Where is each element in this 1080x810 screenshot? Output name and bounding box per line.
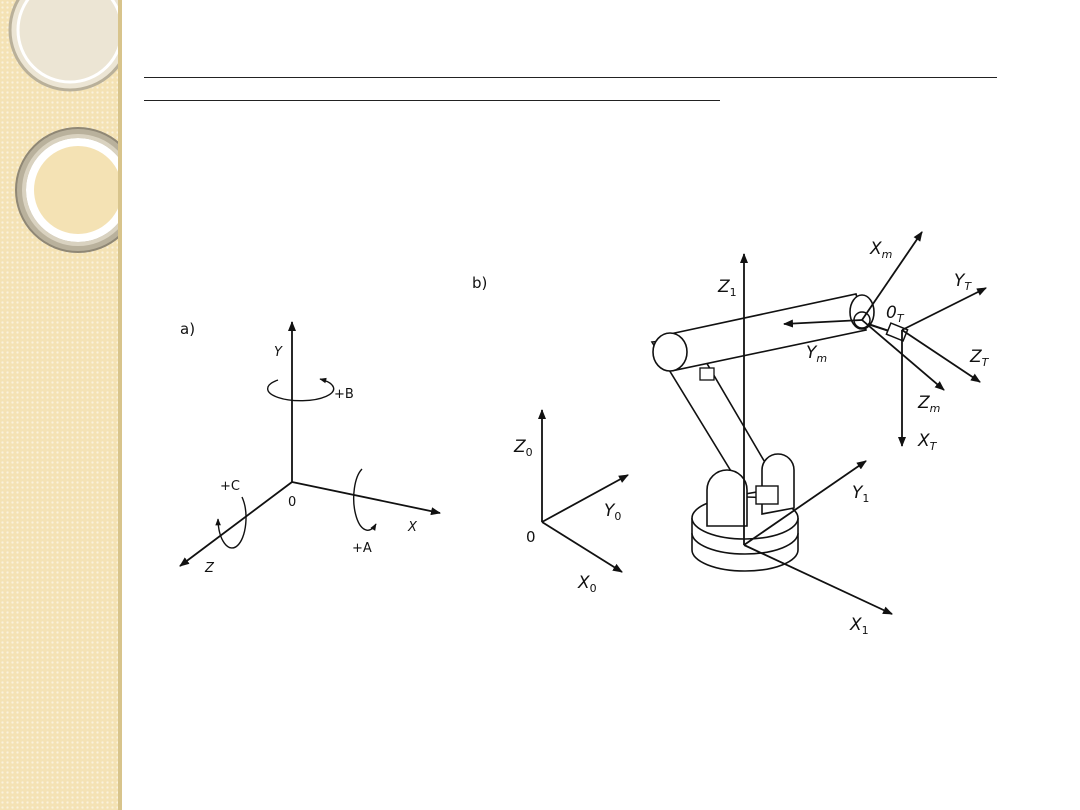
yt-label: YT: [954, 271, 972, 293]
zt-label: ZT: [969, 347, 990, 369]
title-underline-2: [144, 100, 720, 101]
sidebar-border: [118, 0, 122, 810]
panel-b: b) Z0 Y0 X0 0 Z1 Y1: [472, 231, 990, 637]
xm-label: Xm: [869, 239, 892, 261]
zt-axis-arrow: [901, 329, 981, 383]
z-axis-arrow: [179, 481, 293, 567]
x-axis-arrow: [291, 481, 441, 516]
robot-shoulder-right: [761, 453, 795, 515]
decorative-rings: [8, 0, 120, 253]
robot-shoulder-slot: [755, 485, 779, 505]
yt-axis-arrow: [901, 287, 987, 331]
xt-label: XT: [917, 431, 938, 453]
xm-axis-arrow: [861, 231, 923, 321]
x0-label: X0: [577, 573, 597, 595]
y1-axis-arrow: [743, 460, 867, 546]
rotation-a-label: +A: [352, 541, 372, 556]
zm-label: Zm: [917, 393, 940, 415]
z0-label: Z0: [513, 437, 533, 459]
origin-label: 0: [288, 495, 296, 510]
z1-label: Z1: [717, 277, 737, 299]
rotation-a-arrow: [353, 468, 377, 531]
ym-label: Ym: [806, 343, 827, 365]
y-axis-label: Y: [274, 345, 283, 360]
robot-shoulder-left: [706, 469, 748, 527]
zm-axis-arrow: [861, 319, 945, 391]
panel-a-label: a): [180, 320, 195, 338]
x-axis-label: X: [407, 520, 418, 535]
rotation-c-arrow: [215, 496, 247, 549]
z-axis-label: Z: [204, 561, 215, 576]
x1-axis-arrow: [743, 544, 893, 615]
rotation-b-label: +B: [334, 387, 354, 402]
panel-a: a) Y X Z 0 +B +A +C: [179, 320, 441, 576]
rotation-c-label: +C: [220, 479, 240, 494]
y0-axis-arrow: [541, 474, 629, 523]
y0-label: Y0: [604, 501, 621, 523]
panel-b-label: b): [472, 274, 487, 292]
x0-axis-arrow: [541, 521, 623, 573]
y1-label: Y1: [852, 483, 869, 505]
decorative-sidebar: [0, 0, 120, 810]
base-origin-label: 0: [526, 528, 536, 546]
tool-origin-label: 0T: [886, 303, 905, 325]
ym-axis-arrow: [783, 319, 863, 328]
title-underline-1: [144, 77, 997, 78]
robot-elbow-joint: [652, 332, 688, 372]
rotation-b-arrow: [267, 377, 335, 402]
x1-label: X1: [849, 615, 869, 637]
robot-upper-arm: [669, 293, 867, 371]
robot-elbow-slot: [699, 367, 715, 381]
